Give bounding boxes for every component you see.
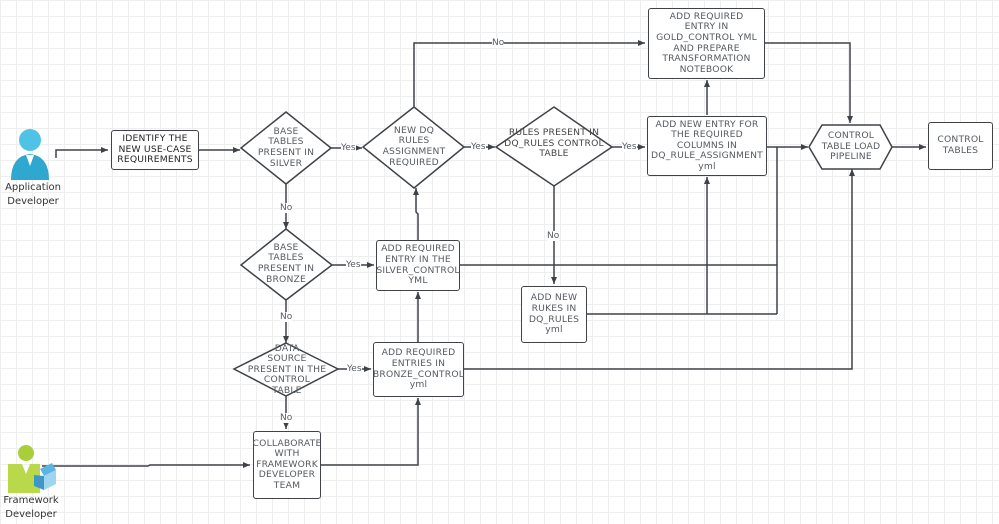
- add-rules-box[interactable]: ADD NEW RUKES IN DQ_RULES yml: [521, 286, 587, 343]
- edge-silver-control-to-dq: [413, 188, 419, 240]
- edge-collaborate-to-bronze-control: [321, 398, 421, 466]
- decision-base-silver: [239, 111, 333, 185]
- edge-label-bronze-no: No: [280, 312, 293, 322]
- edge-label-dq-yes: Yes: [471, 142, 486, 152]
- edge-label-dq-no: No: [492, 38, 505, 48]
- edge-dq-no: [413, 40, 645, 107]
- edge-label-rules-no: No: [547, 231, 560, 241]
- decision-new-dq: [361, 106, 466, 189]
- silver-control-box[interactable]: ADD REQUIRED ENTRY IN THE SILVER_CONTROL…: [376, 240, 460, 291]
- rules-present-text[interactable]: RULES PRESENT IN DQ_RULES CONTROL TABLE: [504, 127, 604, 160]
- identify-requirements-box[interactable]: IDENTIFY THE NEW USE-CASE REQUIREMENTS: [111, 130, 199, 170]
- base-silver-text[interactable]: BASE TABLES PRESENT IN SILVER: [257, 125, 315, 169]
- edge-label-silver-no: No: [280, 203, 293, 213]
- framework-developer-label: Framework Developer: [3, 495, 59, 520]
- edge-label-source-yes: Yes: [347, 364, 362, 374]
- edge-label-silver-yes: Yes: [341, 143, 356, 153]
- app-developer-icon: [11, 129, 49, 180]
- new-dq-text[interactable]: NEW DQ RULES ASSIGNMENT REQUIRED: [382, 124, 446, 168]
- edge-label-source-no: No: [280, 413, 293, 423]
- collaborate-box[interactable]: COLLABORATE WITH FRAMEWORK DEVELOPER TEA…: [253, 431, 321, 499]
- edge-label-rules-yes: Yes: [622, 142, 637, 152]
- edge-gold-to-pipeline: [765, 42, 853, 123]
- control-tables-box[interactable]: CONTROL TABLES: [928, 122, 993, 170]
- pipeline-text[interactable]: CONTROL TABLE LOAD PIPELINE: [821, 130, 881, 163]
- decision-data-source: [232, 342, 340, 397]
- process-pipeline: [808, 124, 893, 170]
- decision-rules-present: [494, 106, 614, 187]
- decision-base-bronze: [239, 228, 334, 301]
- edge-framework-dev-to-collaborate: [42, 462, 250, 468]
- framework-developer-icon: [8, 445, 56, 493]
- gold-control-box[interactable]: ADD REQUIRED ENTRY IN GOLD_CONTROL YML A…: [648, 8, 765, 79]
- dq-rule-assignment-box[interactable]: ADD NEW ENTRY FOR THE REQUIRED COLUMNS I…: [647, 116, 767, 176]
- edge-app-dev-to-identify: [55, 147, 108, 158]
- edge-label-bronze-yes: Yes: [346, 260, 361, 270]
- app-developer-label: Application Developer: [5, 182, 61, 207]
- base-bronze-text[interactable]: BASE TABLES PRESENT IN BRONZE: [257, 241, 315, 285]
- bronze-control-box[interactable]: ADD REQUIRED ENTRIES IN BRONZE_CONTROL y…: [373, 342, 464, 397]
- data-source-text[interactable]: DATA SOURCE PRESENT IN THE CONTROL TABLE: [247, 342, 327, 396]
- edge-bronze-control-to-pipeline: [464, 169, 855, 370]
